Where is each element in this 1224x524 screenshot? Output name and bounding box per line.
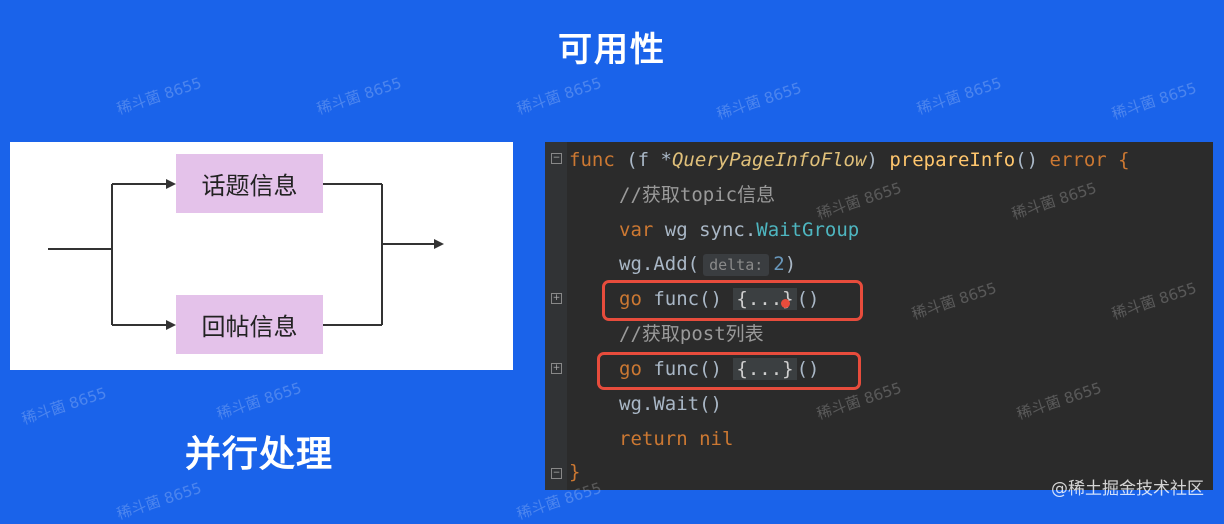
slide-title: 可用性 bbox=[558, 30, 666, 70]
package-name: sync. bbox=[699, 219, 757, 241]
source-credit: @稀土掘金技术社区 bbox=[1051, 479, 1204, 499]
keyword: func bbox=[569, 149, 615, 171]
code-text: wg.Add( bbox=[619, 253, 700, 275]
fold-icon[interactable]: + bbox=[551, 293, 562, 304]
watermark-text: 稀斗菌 8655 bbox=[114, 73, 204, 119]
code-text: (f * bbox=[614, 149, 672, 171]
code-editor: − + + − func (f *QueryPageInfoFlow) prep… bbox=[545, 142, 1213, 490]
flow-diagram bbox=[48, 179, 444, 330]
comment: //获取post列表 bbox=[619, 323, 764, 345]
code-text: ) bbox=[784, 253, 797, 275]
watermark-text: 稀斗菌 8655 bbox=[514, 73, 604, 119]
code-text: { bbox=[1106, 149, 1130, 171]
code-line-go-func-1: go func() {...}() bbox=[619, 283, 820, 315]
type-name: QueryPageInfoFlow bbox=[671, 149, 867, 171]
comment: //获取topic信息 bbox=[619, 184, 776, 206]
keyword: go bbox=[619, 288, 642, 310]
fold-icon[interactable]: − bbox=[551, 468, 562, 479]
keyword: go bbox=[619, 358, 642, 380]
watermark-text: 稀斗菌 8655 bbox=[1109, 78, 1199, 124]
watermark-text: 稀斗菌 8655 bbox=[214, 378, 304, 424]
highlight-box-go-func-1 bbox=[602, 280, 863, 321]
watermark-text: 稀斗菌 8655 bbox=[314, 73, 404, 119]
code-line-close-brace: } bbox=[569, 456, 580, 488]
code-line-comment-topic: //获取topic信息 bbox=[619, 179, 775, 211]
code-line-go-func-2: go func() {...}() bbox=[619, 353, 820, 385]
keyword: error bbox=[1049, 149, 1107, 171]
keyword: return bbox=[619, 428, 688, 450]
post-info-node: 回帖信息 bbox=[176, 295, 323, 354]
flow-diagram-panel: 话题信息 回帖信息 bbox=[10, 142, 513, 370]
code-text: nil bbox=[687, 428, 734, 450]
topic-info-node: 话题信息 bbox=[176, 154, 323, 213]
parallel-caption: 并行处理 bbox=[185, 434, 334, 475]
keyword: var bbox=[619, 219, 654, 241]
code-text: } bbox=[569, 461, 581, 483]
code-line-wg-wait: wg.Wait() bbox=[619, 388, 722, 420]
code-text: () bbox=[796, 358, 820, 380]
type-name: WaitGroup bbox=[756, 219, 860, 241]
code-text: func() bbox=[641, 358, 734, 380]
code-line-wg-add: wg.Add(delta:2) bbox=[619, 248, 796, 280]
highlight-box-go-func-2 bbox=[597, 352, 861, 390]
code-line-return: return nil bbox=[619, 423, 733, 455]
cursor-dot-icon bbox=[781, 299, 790, 308]
watermark-text: 稀斗菌 8655 bbox=[19, 383, 109, 429]
code-line-func-signature: func (f *QueryPageInfoFlow) prepareInfo(… bbox=[569, 144, 1130, 176]
folded-block[interactable]: {...} bbox=[733, 288, 797, 310]
code-line-var-wg: var wg sync.WaitGroup bbox=[619, 214, 859, 246]
editor-gutter bbox=[545, 142, 567, 490]
number-literal: 2 bbox=[773, 253, 785, 275]
fold-icon[interactable]: − bbox=[551, 153, 562, 164]
code-text: wg bbox=[653, 219, 700, 241]
code-text: () bbox=[1015, 149, 1050, 171]
fold-icon[interactable]: + bbox=[551, 363, 562, 374]
code-line-comment-post: //获取post列表 bbox=[619, 318, 764, 350]
watermark-text: 稀斗菌 8655 bbox=[114, 478, 204, 524]
code-text: func() bbox=[641, 288, 734, 310]
function-name: prepareInfo bbox=[889, 149, 1016, 171]
code-text: ) bbox=[866, 149, 890, 171]
watermark-text: 稀斗菌 8655 bbox=[914, 73, 1004, 119]
watermark-text: 稀斗菌 8655 bbox=[714, 78, 804, 124]
parameter-hint: delta: bbox=[703, 254, 770, 276]
code-text: () bbox=[796, 288, 820, 310]
code-text: wg.Wait() bbox=[619, 393, 722, 415]
folded-block[interactable]: {...} bbox=[733, 358, 797, 380]
